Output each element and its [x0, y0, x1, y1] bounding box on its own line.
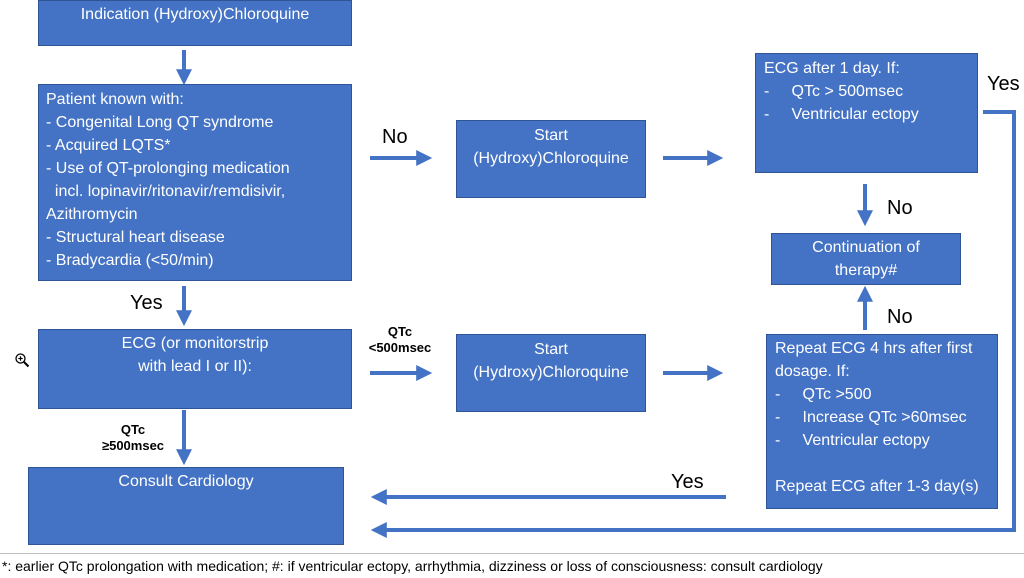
- label-yes-left: Yes: [671, 471, 704, 493]
- label-no-up: No: [887, 306, 913, 328]
- consult-text: Consult Cardiology: [118, 473, 254, 490]
- patient-known-line: - Use of QT-prolonging medication: [46, 160, 290, 177]
- patient-known-line: incl. lopinavir/ritonavir/remdisivir,: [46, 183, 286, 200]
- repeat-ecg-line: Repeat ECG after 1-3 day(s): [775, 478, 979, 495]
- start-top-line: (Hydroxy)Chloroquine: [473, 150, 629, 167]
- ecg-1day-line: - Ventricular ectopy: [764, 106, 919, 123]
- start-bottom-box: Start (Hydroxy)Chloroquine: [456, 334, 646, 412]
- ecg-1day-line: - QTc > 500msec: [764, 83, 904, 100]
- ecg-monitor-box: ECG (or monitorstrip with lead I or II):: [38, 329, 352, 409]
- consult-box: Consult Cardiology: [28, 467, 344, 545]
- label-yes-down: Yes: [130, 292, 163, 314]
- patient-known-line: Azithromycin: [46, 206, 138, 223]
- zoom-in-icon: [15, 353, 30, 368]
- repeat-ecg-line: [775, 452, 997, 475]
- arrow-yes-right-to-consult: [370, 110, 1016, 538]
- continuation-line: Continuation of: [812, 239, 920, 256]
- patient-known-line: - Congenital Long QT syndrome: [46, 114, 274, 131]
- label-no-top: No: [382, 126, 408, 148]
- patient-known-line: - Structural heart disease: [46, 229, 225, 246]
- footnote-divider: [0, 553, 1024, 554]
- ecg-1day-box: ECG after 1 day. If: - QTc > 500msec - V…: [755, 53, 978, 173]
- ecg-monitor-line: ECG (or monitorstrip: [121, 335, 269, 352]
- label-qtc-lt-500-line: <500msec: [368, 340, 432, 355]
- repeat-ecg-line: - QTc >500: [775, 386, 872, 403]
- label-qtc-ge-500: QTc ≥500msec: [94, 422, 172, 454]
- label-qtc-lt-500-line: QTc: [387, 324, 413, 339]
- start-top-line: Start: [534, 127, 568, 144]
- repeat-ecg-line: - Ventricular ectopy: [775, 432, 930, 449]
- footnote: *: earlier QTc prolongation with medicat…: [2, 558, 823, 574]
- repeat-ecg-line: dosage. If:: [775, 363, 850, 380]
- label-qtc-ge-500-line: QTc: [120, 422, 146, 437]
- repeat-ecg-line: Repeat ECG 4 hrs after first: [775, 340, 973, 357]
- label-no-down: No: [887, 197, 913, 219]
- patient-known-box: Patient known with: - Congenital Long QT…: [38, 84, 352, 281]
- indication-box: Indication (Hydroxy)Chloroquine: [38, 0, 352, 46]
- label-qtc-lt-500: QTc <500msec: [362, 324, 438, 356]
- continuation-line: therapy#: [834, 262, 898, 279]
- continuation-box: Continuation of therapy#: [771, 233, 961, 285]
- label-yes-right: Yes: [987, 73, 1020, 95]
- patient-known-line: Patient known with:: [46, 91, 184, 108]
- patient-known-line: - Acquired LQTS*: [46, 137, 171, 154]
- start-bottom-line: Start: [534, 341, 568, 358]
- indication-text: Indication (Hydroxy)Chloroquine: [80, 6, 310, 23]
- repeat-ecg-box: Repeat ECG 4 hrs after first dosage. If:…: [766, 334, 998, 509]
- start-bottom-line: (Hydroxy)Chloroquine: [473, 364, 629, 381]
- start-top-box: Start (Hydroxy)Chloroquine: [456, 120, 646, 198]
- label-qtc-ge-500-line: ≥500msec: [101, 438, 165, 453]
- repeat-ecg-line: - Increase QTc >60msec: [775, 409, 967, 426]
- ecg-monitor-line: with lead I or II):: [138, 358, 252, 375]
- ecg-1day-line: ECG after 1 day. If:: [764, 60, 900, 77]
- patient-known-line: - Bradycardia (<50/min): [46, 252, 214, 269]
